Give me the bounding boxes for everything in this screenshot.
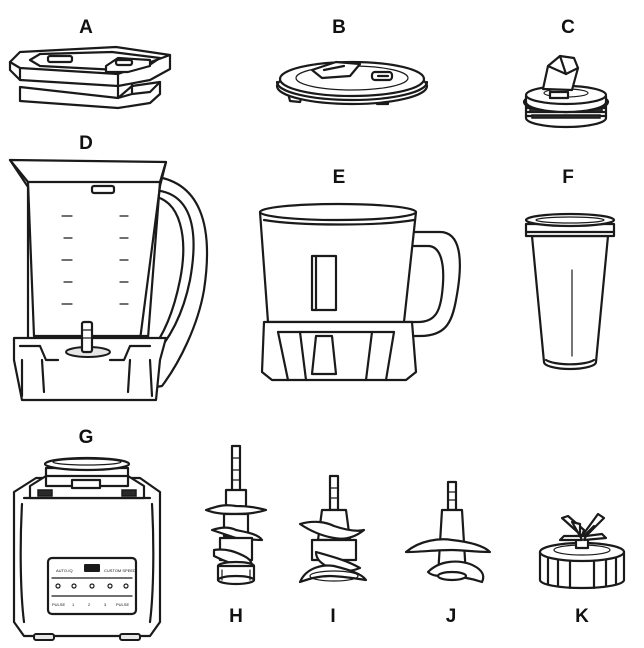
label-f: F	[562, 167, 574, 188]
processor-bowl-illustration	[258, 202, 461, 382]
label-d: D	[79, 133, 93, 154]
panel-speed-4[interactable]: PULSE	[116, 602, 129, 607]
spout-lid-illustration	[522, 54, 610, 129]
preset-button-2[interactable]	[71, 583, 77, 589]
label-i: I	[330, 606, 335, 627]
label-k: K	[575, 606, 589, 627]
preset-button-1[interactable]	[55, 583, 61, 589]
panel-speed-3[interactable]: 3	[104, 602, 107, 607]
label-h: H	[229, 606, 243, 627]
motor-base-illustration: AUTO-IQ CUSTOM SPEED PULSE 1 2 3 PULSE	[12, 456, 162, 641]
panel-speed-0[interactable]: PULSE	[52, 602, 65, 607]
stacked-blade-illustration	[204, 444, 268, 586]
pitcher-lid-illustration	[8, 45, 172, 110]
preset-button-3[interactable]	[89, 583, 95, 589]
panel-speed-2[interactable]: 2	[88, 602, 91, 607]
panel-autoiq-label: AUTO-IQ	[56, 568, 73, 573]
large-pitcher-illustration	[8, 158, 209, 402]
label-c: C	[561, 17, 575, 38]
label-a: A	[79, 17, 93, 38]
control-panel	[46, 556, 138, 616]
chopping-blade-illustration	[404, 480, 492, 584]
single-serve-cup-illustration	[524, 212, 616, 371]
label-j: J	[446, 606, 457, 627]
round-lid-illustration	[275, 60, 429, 106]
preset-button-5[interactable]	[123, 583, 129, 589]
preset-button-4[interactable]	[107, 583, 113, 589]
label-g: G	[79, 427, 94, 448]
extractor-blade-illustration	[538, 512, 626, 590]
label-e: E	[333, 167, 346, 188]
dough-blade-illustration	[298, 474, 368, 584]
panel-custom-speed-label: CUSTOM SPEED	[104, 568, 136, 573]
label-b: B	[332, 17, 346, 38]
panel-speed-1[interactable]: 1	[72, 602, 75, 607]
